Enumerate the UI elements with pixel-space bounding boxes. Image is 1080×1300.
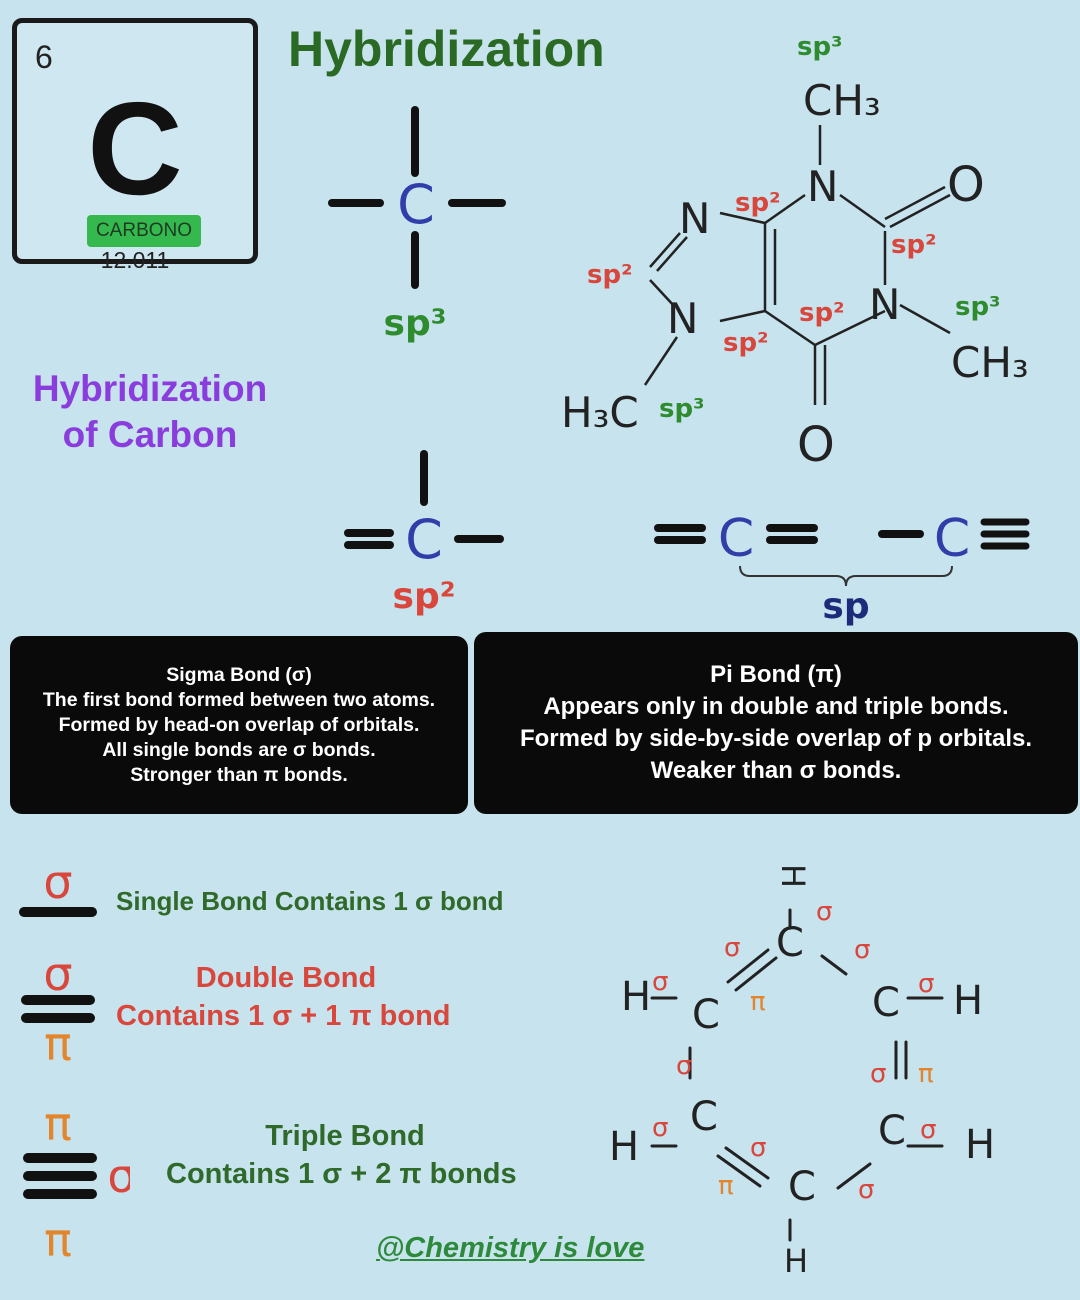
single-bond-label: Single Bond Contains 1 σ bond [116,886,504,916]
sigma-box-line-4: Stronger than π bonds. [130,763,348,786]
benzene-h-left-lower: H [609,1124,639,1170]
benzene-sigma-10: σ [750,1133,766,1163]
author-credit: @Chemistry is love [376,1232,645,1264]
sp-label: sp [822,586,869,627]
sp-carbon-symbol-2: C [934,509,970,569]
sp3-label: sp³ [384,303,447,344]
pi-box-heading: Pi Bond (π) [710,661,842,688]
pi-bond-info-box: Pi Bond (π) Appears only in double and t… [474,632,1078,814]
subtitle-line-2: of Carbon [62,414,238,455]
benzene-sigma-6: σ [676,1051,692,1081]
benzene-c-lower-right: C [878,1108,906,1154]
section-subtitle: Hybridization of Carbon [30,366,270,458]
caffeine-n3: N [869,280,900,329]
benzene-sigma-8: σ [652,1113,668,1143]
benzene-c-lower-left: C [690,1094,718,1140]
pi-box-line-2: Formed by side-by-side overlap of p orbi… [519,725,1033,752]
caffeine-sp2-c8: sp² [587,260,632,290]
pi-box-line-1: Appears only in double and triple bonds. [543,693,1009,720]
atomic-mass: 12.011 [100,247,170,273]
sp2-carbon-structure: C sp² [344,450,504,617]
benzene-sigma-3: σ [854,935,870,965]
sp3-carbon-structure: C sp³ [328,106,506,344]
benzene-sigma-2: σ [724,933,740,963]
benzene-h-right-upper: H [953,978,983,1024]
caffeine-sp3-left: sp³ [659,394,704,424]
caffeine-ch3-top: CH₃ [803,76,881,125]
triple-bond-pi-top: π [44,1097,72,1151]
caffeine-molecule: CH₃ sp³ N O sp² N sp³ CH₃ sp² O sp² sp² … [561,32,1029,473]
benzene-pi-3: π [718,1171,734,1201]
caffeine-sp3-top: sp³ [797,32,842,62]
double-bond-title: Double Bond [195,962,377,994]
element-tile: 6 C CARBONO 12.011 [12,18,258,272]
sigma-bond-info-box: Sigma Bond (σ) The first bond formed bet… [10,636,468,814]
caffeine-o-right: O [947,157,985,213]
benzene-ring: H C C C C C C H H H H H σ σ π σ σ σ σ σ … [609,864,995,1280]
double-bond-description: Contains 1 σ + 1 π bond [116,1000,451,1032]
caffeine-sp2-c4: sp² [799,298,844,328]
double-bond-pi: π [44,1017,72,1071]
benzene-h-bottom: H [784,1242,808,1280]
caffeine-ch3-right: CH₃ [951,338,1029,387]
pi-box-line-3: Weaker than σ bonds. [650,757,902,784]
benzene-sigma-4: σ [652,967,668,997]
sp-carbon-symbol-1: C [718,509,754,569]
sp2-label: sp² [393,576,456,617]
triple-bond-sigma: σ [107,1149,130,1203]
caffeine-o-bottom: O [797,417,835,473]
element-symbol: C [87,75,183,222]
triple-bond-pi-bottom: π [44,1213,72,1267]
benzene-c-upper-left: C [692,992,720,1038]
sigma-box-heading: Sigma Bond (σ) [166,663,312,686]
triple-bond-description: Contains 1 σ + 2 π bonds [166,1158,517,1190]
benzene-c-upper-right: C [872,980,900,1026]
caffeine-sp2-c5: sp² [723,328,768,358]
caffeine-n1: N [807,162,838,211]
sigma-box-line-2: Formed by head-on overlap of orbitals. [58,713,420,736]
subtitle-line-1: Hybridization [32,368,268,409]
benzene-c-top: C [776,920,804,966]
benzene-sigma-11: σ [858,1175,874,1205]
benzene-h-left-upper: H [621,974,651,1020]
atomic-number: 6 [35,39,53,75]
benzene-pi-2: π [918,1059,934,1089]
caffeine-sp3-right: sp³ [955,292,1000,322]
caffeine-h3c: H₃C [561,388,639,437]
page-title: Hybridization [288,21,605,77]
sigma-box-line-3: All single bonds are σ bonds. [102,738,376,761]
benzene-sigma-7: σ [870,1059,886,1089]
triple-bond-title: Triple Bond [265,1120,425,1152]
benzene-sigma-9: σ [920,1115,936,1145]
caffeine-sp2-c2: sp² [891,230,936,260]
benzene-h-top: H [774,864,812,888]
bond-type-icons: σ σ π π σ π [19,860,130,1267]
element-name-badge: CARBONO [87,215,201,247]
caffeine-n9: N [667,294,698,343]
single-bond-sigma: σ [43,860,72,909]
benzene-h-right-lower: H [965,1122,995,1168]
caffeine-sp2-c6: sp² [735,188,780,218]
sigma-box-line-1: The first bond formed between two atoms. [42,688,436,711]
benzene-pi-1: π [750,987,766,1017]
caffeine-n7: N [679,194,710,243]
benzene-sigma-5: σ [918,969,934,999]
benzene-c-bottom: C [788,1164,816,1210]
sp2-carbon-symbol: C [405,508,443,571]
double-bond-sigma: σ [43,947,72,1001]
sp-carbon-structures: C C sp [654,509,1030,627]
benzene-sigma-1: σ [816,897,832,927]
sp3-carbon-symbol: C [397,173,435,236]
